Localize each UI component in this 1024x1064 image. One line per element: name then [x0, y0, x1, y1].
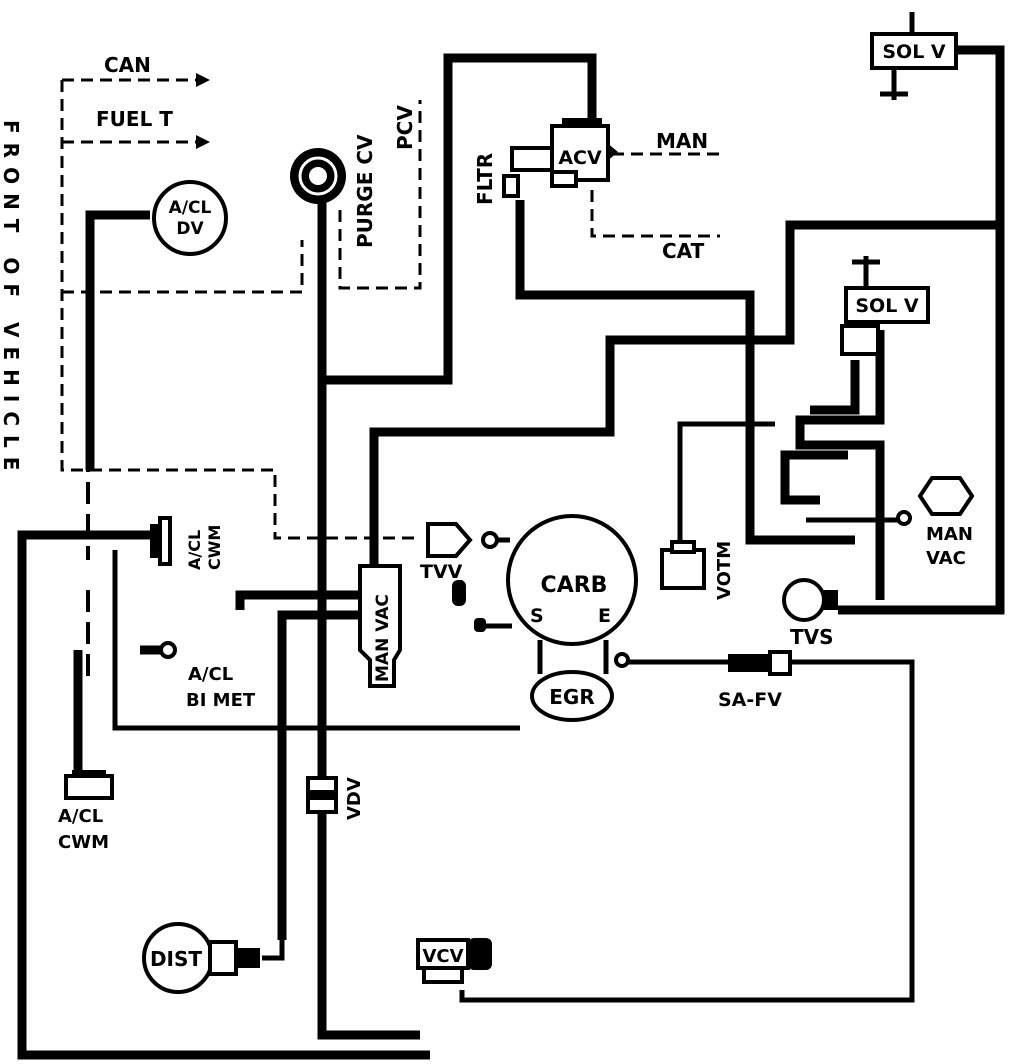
- svg-text:VOTM: VOTM: [714, 541, 735, 600]
- acl-dv-valve: A/CL DV: [152, 180, 228, 256]
- svg-text:CARB: CARB: [541, 573, 608, 598]
- svg-text:DV: DV: [176, 219, 204, 239]
- svg-text:A/CL: A/CL: [185, 530, 204, 570]
- svg-text:MAN VAC: MAN VAC: [373, 594, 393, 682]
- svg-text:SOL V: SOL V: [855, 295, 919, 317]
- carburetor: CARB S E: [474, 514, 638, 674]
- cat-label: CAT: [662, 239, 705, 263]
- svg-text:TVS: TVS: [790, 625, 834, 649]
- man-vac-fitting: MAN VAC: [896, 476, 975, 569]
- distributor: DIST: [142, 922, 260, 994]
- purge-cv-label: PURGE CV: [353, 134, 377, 248]
- svg-text:CWM: CWM: [205, 525, 224, 570]
- svg-text:SA-FV: SA-FV: [718, 689, 782, 711]
- svg-text:E: E: [598, 605, 611, 627]
- vacuum-hoses: [17, 45, 1005, 1060]
- vcv-valve: VCV: [416, 938, 492, 984]
- man-vac-block: MAN VAC: [358, 564, 402, 688]
- acl-bimet: A/CL BI MET: [159, 641, 256, 711]
- acv-valve: ACV: [510, 118, 618, 188]
- man-top-label: MAN: [656, 129, 708, 153]
- svg-text:A/CL: A/CL: [188, 664, 233, 685]
- svg-text:CWM: CWM: [58, 832, 109, 853]
- pcv-label: PCV: [393, 105, 417, 150]
- svg-text:A/CL: A/CL: [169, 198, 212, 218]
- acl-cwm-upper: A/CL CWM: [150, 516, 224, 570]
- svg-text:SOL V: SOL V: [882, 41, 946, 63]
- votm-valve: VOTM: [660, 540, 735, 600]
- svg-text:S: S: [530, 605, 544, 627]
- svg-text:MAN: MAN: [926, 524, 973, 545]
- acl-cwm-lower: A/CL CWM: [58, 770, 114, 853]
- svg-text:TVV: TVV: [420, 561, 463, 583]
- sol-v-mid: SOL V: [840, 256, 930, 356]
- tvv-valve: TVV: [420, 522, 499, 606]
- svg-text:VDV: VDV: [344, 777, 365, 820]
- vdv-valve: VDV: [306, 776, 365, 820]
- fltr-label: FLTR: [473, 153, 497, 205]
- egr-valve: EGR: [530, 652, 630, 722]
- purge-cv-valve: PURGE CV PCV: [290, 105, 417, 248]
- svg-text:ACV: ACV: [558, 147, 602, 169]
- svg-text:VCV: VCV: [422, 946, 463, 967]
- svg-text:BI MET: BI MET: [186, 690, 256, 711]
- tvs-switch: TVS: [782, 578, 838, 649]
- front-of-vehicle-label: FRONT OF VEHICLE: [0, 120, 23, 479]
- sol-v-top: SOL V: [870, 12, 958, 100]
- sa-fv-valve: SA-FV: [718, 650, 792, 711]
- can-label: CAN: [104, 53, 151, 77]
- svg-text:VAC: VAC: [926, 548, 966, 569]
- svg-text:A/CL: A/CL: [58, 806, 103, 827]
- svg-text:EGR: EGR: [549, 685, 594, 709]
- svg-text:DIST: DIST: [150, 947, 202, 971]
- fuel-t-label: FUEL T: [96, 107, 173, 131]
